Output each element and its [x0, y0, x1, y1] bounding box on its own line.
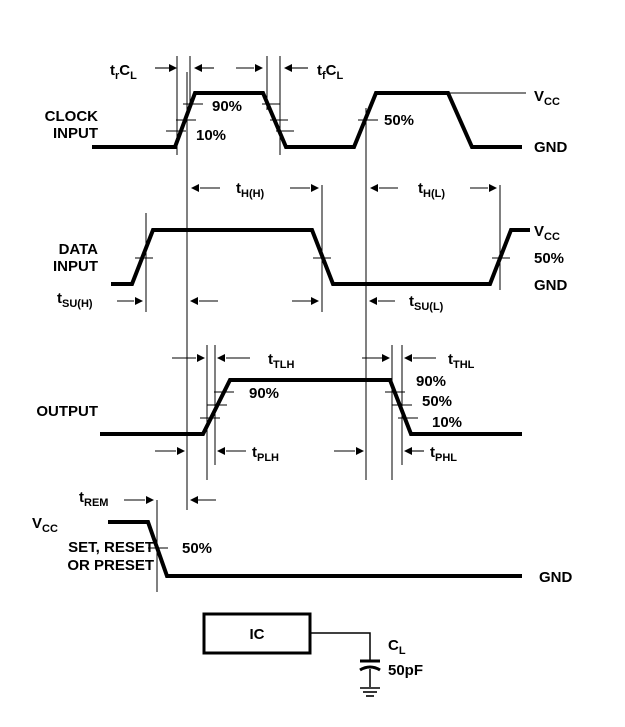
- reference-lines: [145, 56, 403, 592]
- output-waveform: [100, 378, 522, 436]
- set-reset-50pct-label: 50%: [182, 540, 212, 557]
- tf-arrow: [284, 64, 308, 72]
- tsu-l-arrow: [369, 297, 395, 305]
- clock-gnd-label: GND: [534, 139, 568, 156]
- tsu-h-arrows: [117, 297, 319, 305]
- trem-label: tREM: [79, 489, 108, 509]
- ttlh-label: tTLH: [268, 351, 294, 371]
- clock-input-label: CLOCK: [45, 108, 98, 125]
- clock-waveform: [92, 91, 526, 149]
- load-circuit: [202, 612, 381, 697]
- cl-label: CL: [388, 637, 406, 657]
- tplh-arrows: [155, 447, 246, 455]
- tr-arrows: [155, 64, 263, 72]
- clock-50pct-label: 50%: [384, 112, 414, 129]
- cap-value-label: 50pF: [388, 662, 423, 679]
- th-h-label: tH(H): [236, 180, 265, 200]
- clock-input-label-2: INPUT: [53, 125, 98, 142]
- tphl-arrows: [334, 447, 424, 455]
- set-reset-vcc-label: VCC: [32, 515, 58, 535]
- tf-cl-label: tfCL: [317, 62, 344, 82]
- data-waveform: [111, 228, 530, 286]
- th-l-arrows: [370, 184, 497, 192]
- clock-10pct-label: 10%: [196, 127, 226, 144]
- or-preset-label: OR PRESET: [67, 557, 154, 574]
- set-reset-waveform: [108, 520, 522, 578]
- tphl-label: tPHL: [430, 444, 457, 464]
- clock-vcc-label: VCC: [534, 88, 560, 108]
- trem-arrows: [124, 496, 216, 504]
- tsu-h-label: tSU(H): [57, 290, 93, 310]
- th-l-label: tH(L): [418, 180, 445, 200]
- set-reset-label: SET, RESET: [68, 539, 154, 556]
- data-vcc-label: VCC: [534, 223, 560, 243]
- output-label: OUTPUT: [36, 403, 98, 420]
- tthl-arrows: [362, 354, 436, 362]
- output-90pct-label-left: 90%: [249, 385, 279, 402]
- tr-cl-label: trCL: [110, 62, 137, 82]
- data-gnd-label: GND: [534, 277, 568, 294]
- tplh-label: tPLH: [252, 444, 279, 464]
- data-input-label-2: INPUT: [53, 258, 98, 275]
- output-90pct-label-right: 90%: [416, 373, 446, 390]
- set-reset-gnd-label: GND: [539, 569, 573, 586]
- output-10pct-label: 10%: [432, 414, 462, 431]
- tsu-l-label: tSU(L): [409, 293, 444, 313]
- clock-90pct-label: 90%: [212, 98, 242, 115]
- th-h-arrows: [191, 184, 319, 192]
- ic-label: IC: [250, 626, 265, 643]
- data-50pct-label: 50%: [534, 250, 564, 267]
- data-input-label: DATA: [59, 241, 99, 258]
- ttlh-arrows: [172, 354, 250, 362]
- tthl-label: tTHL: [448, 351, 475, 371]
- output-50pct-label: 50%: [422, 393, 452, 410]
